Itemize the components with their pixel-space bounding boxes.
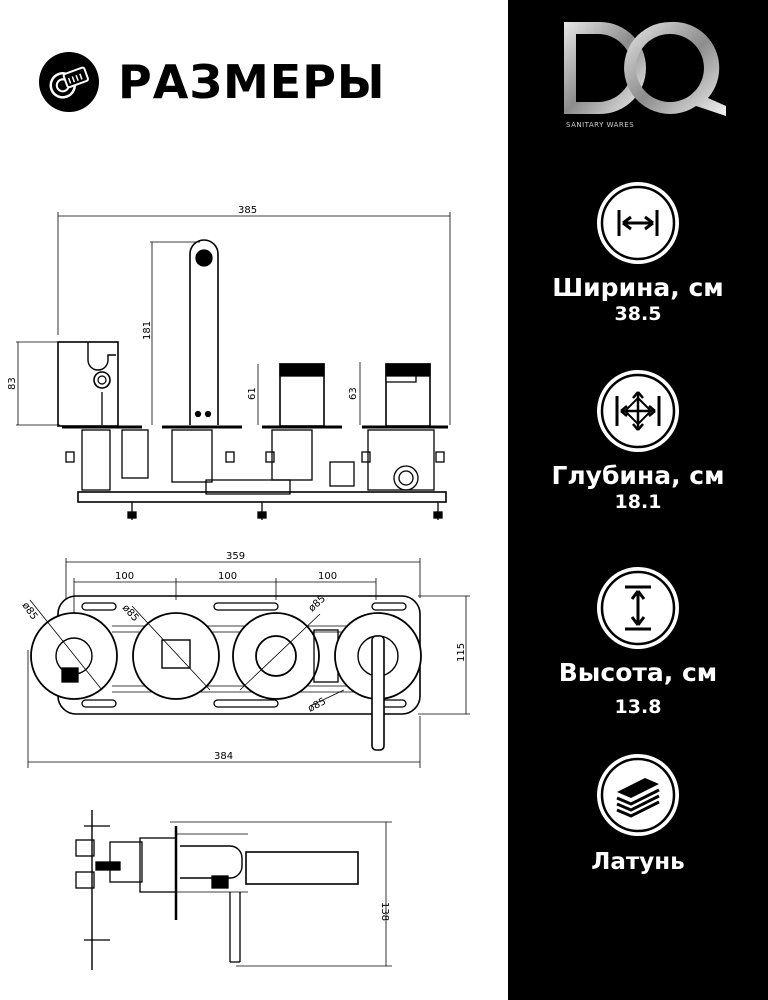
spec-depth-value: 18.1 [614,490,662,513]
dim-spout-height: 181 [142,321,153,340]
spec-width-value: 38.5 [614,302,662,325]
dim-overall-width: 385 [238,205,257,216]
brand-logo [564,21,726,117]
height-arrows-icon [597,567,679,649]
spec-width-label: Ширина, см [552,273,724,302]
width-arrows-icon [597,182,679,264]
dim-spacing-3: 100 [318,571,337,582]
page-header: РАЗМЕРЫ [38,52,386,112]
dim-spacing-2: 100 [218,571,237,582]
dim-knob-height-b: 63 [348,387,359,400]
dim-handle-height: 83 [7,377,18,390]
dim-spacing-1: 100 [115,571,134,582]
spec-height-label: Высота, см [558,658,718,687]
depth-arrows-icon [597,370,679,452]
dim-plate-width: 359 [226,551,245,562]
dim-diameter-1: ø85 [20,600,40,622]
dim-knob-height-a: 61 [247,387,258,400]
dim-overall-length: 384 [214,751,233,762]
spec-height-value: 13.8 [614,695,662,718]
spec-width: Ширина, см 38.5 [508,180,768,324]
tape-measure-icon [39,52,99,112]
dim-diameter-2: ø85 [120,603,141,624]
spec-depth: Глубина, см 18.1 [508,368,768,512]
dim-plate-depth: 115 [456,643,467,662]
spec-depth-label: Глубина, см [551,461,725,490]
technical-drawing: 385 181 83 61 63 359 100 100 100 115 384… [0,190,508,1000]
page-title: РАЗМЕРЫ [118,55,386,109]
dimension-drawing: 385 181 83 61 63 359 100 100 100 115 384… [7,205,470,970]
dim-side-height: 138 [379,902,390,921]
material-layers-icon [597,754,679,836]
spec-material: Латунь [508,752,768,875]
spec-height: Высота, см 13.8 [508,565,768,717]
drawing-panel: РАЗМЕРЫ [0,52,508,1000]
brand-tagline: SANITARY WARES [566,121,635,129]
spec-material-label: Латунь [591,849,685,875]
